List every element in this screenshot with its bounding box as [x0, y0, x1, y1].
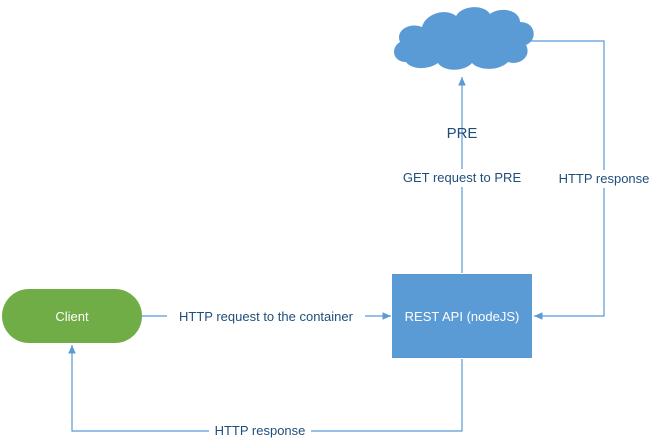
edge-label-api-to-client: HTTP response	[209, 422, 311, 440]
cloud-icon	[394, 7, 534, 70]
rest-api-node: REST API (nodeJS)	[392, 274, 532, 358]
svg-text:HTTP request to the container: HTTP request to the container	[179, 309, 354, 324]
client-label: Client	[55, 309, 89, 324]
svg-text:HTTP response: HTTP response	[559, 171, 650, 186]
edge-label-api-to-pre: GET request to PRE	[397, 169, 527, 187]
pre-label: PRE	[447, 125, 478, 142]
edge-label-pre-to-api: HTTP response	[554, 170, 654, 188]
client-node: Client	[2, 289, 142, 343]
edge-label-client-to-api: HTTP request to the container	[167, 307, 365, 325]
svg-text:HTTP response: HTTP response	[215, 423, 306, 438]
pre-cloud-node: PRE	[394, 7, 534, 142]
svg-text:GET request to PRE: GET request to PRE	[403, 170, 522, 185]
rest-api-label: REST API (nodeJS)	[405, 309, 520, 324]
